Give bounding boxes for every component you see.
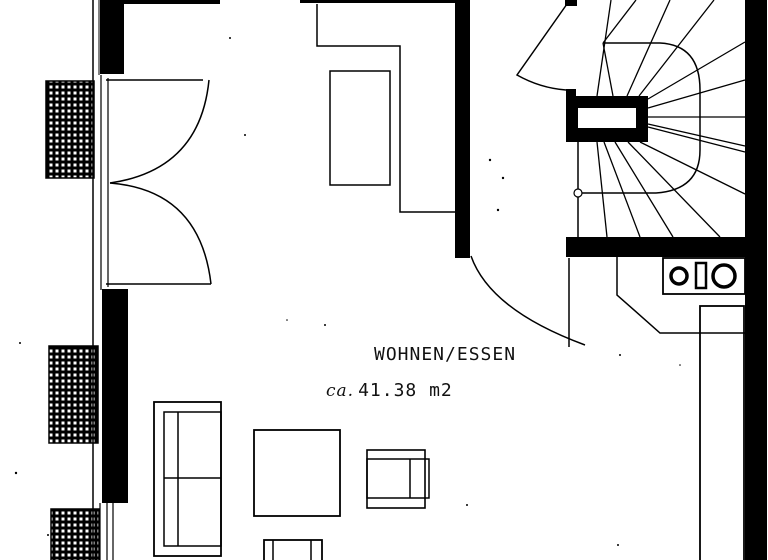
balcony-grate-bottom xyxy=(50,508,100,560)
double-door-balcony[interactable] xyxy=(106,79,212,285)
scan-noise xyxy=(14,0,681,546)
cabinet xyxy=(316,4,455,213)
interior-wall-center xyxy=(455,0,470,258)
chair xyxy=(263,539,323,560)
sofa xyxy=(153,401,222,557)
stair-top-door[interactable] xyxy=(515,0,577,97)
area-prefix: ca. xyxy=(326,381,355,401)
stair-door-swing[interactable] xyxy=(470,255,586,347)
kitchen-counter xyxy=(616,257,745,560)
top-wall xyxy=(100,0,465,4)
balcony-grate-middle xyxy=(48,345,99,444)
armchair xyxy=(366,449,430,509)
winding-staircase xyxy=(566,0,746,238)
area-value: 41.38 m2 xyxy=(358,380,453,401)
exterior-wall-left xyxy=(92,0,128,560)
balcony-grate-top xyxy=(45,80,95,179)
stair-wall-bottom xyxy=(566,237,751,257)
room-area-label: ca.41.38 m2 xyxy=(326,380,453,401)
coffee-table xyxy=(253,429,341,517)
exterior-wall-right xyxy=(745,0,767,560)
stove-cooktop xyxy=(662,257,746,295)
room-name-label: WOHNEN/ESSEN xyxy=(374,344,517,365)
